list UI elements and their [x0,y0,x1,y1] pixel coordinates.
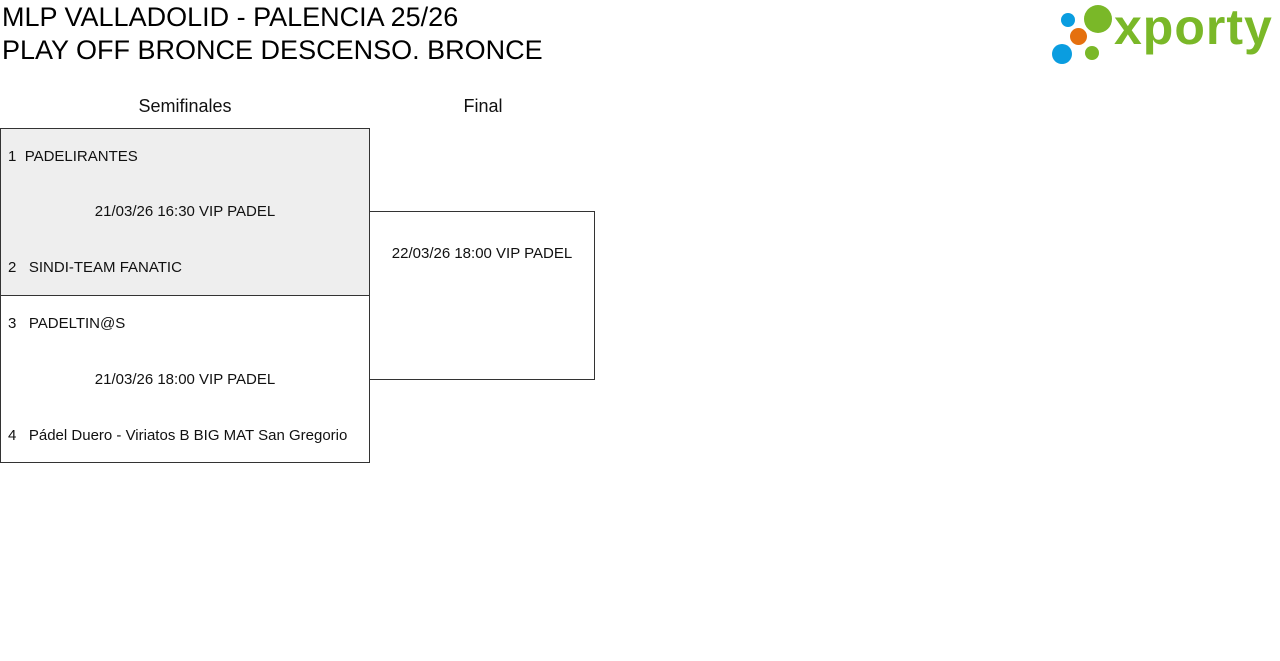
team-slot: 4 Pádel Duero - Viriatos B BIG MAT San G… [8,427,348,444]
page-subtitle: PLAY OFF BRONCE DESCENSO. BRONCE [2,35,543,65]
logo-dot-icon [1084,5,1112,33]
final-match[interactable]: 22/03/26 18:00 VIP PADEL [369,211,595,380]
semifinal-match-1[interactable]: 1 PADELIRANTES 21/03/26 16:30 VIP PADEL … [0,128,370,296]
match-info: 21/03/26 16:30 VIP PADEL [94,203,276,220]
xporty-logo[interactable]: xporty [1050,0,1276,66]
logo-dot-icon [1085,46,1099,60]
match-info: 21/03/26 18:00 VIP PADEL [94,371,276,388]
logo-dot-icon [1061,13,1075,27]
round-header-semifinales: Semifinales [138,96,232,116]
team-slot: 1 PADELIRANTES [8,148,138,165]
round-header-final: Final [463,96,503,116]
semifinal-match-2[interactable]: 3 PADELTIN@S 21/03/26 18:00 VIP PADEL 4 … [0,295,370,463]
logo-dot-icon [1052,44,1072,64]
match-info: 22/03/26 18:00 VIP PADEL [391,245,573,262]
logo-text: xporty [1114,0,1273,55]
logo-dot-icon [1070,28,1087,45]
page-title: MLP VALLADOLID - PALENCIA 25/26 [2,2,459,32]
team-slot: 3 PADELTIN@S [8,315,126,332]
team-slot: 2 SINDI-TEAM FANATIC [8,259,182,276]
